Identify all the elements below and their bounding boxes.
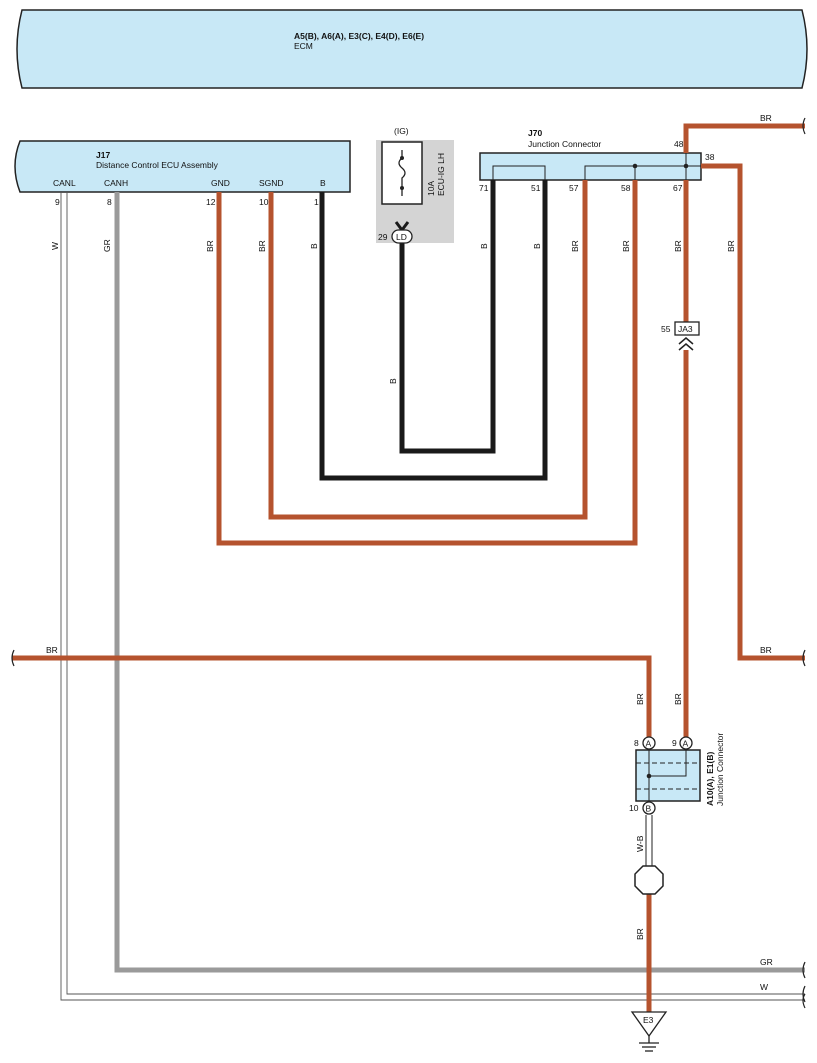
j17-pin-10: 10 — [259, 197, 269, 207]
wire-label-48-right: BR — [760, 113, 772, 123]
j70-block: J70 Junction Connector — [479, 128, 702, 181]
j17-name: Distance Control ECU Assembly — [96, 160, 219, 170]
j17-pin-9: 9 — [55, 197, 60, 207]
wire-label-gr-right: GR — [760, 957, 773, 967]
wire-b-fuse — [399, 180, 496, 454]
wire-label-38-right: BR — [760, 645, 772, 655]
wire-label-51: B — [532, 243, 542, 249]
connector-ld-pin: 29 — [378, 232, 388, 242]
wire-48-br — [683, 123, 805, 153]
j70-pin-51: 51 — [531, 183, 541, 193]
wire-left-br — [12, 655, 652, 738]
j70-name: Junction Connector — [528, 139, 601, 149]
j70-pin-58: 58 — [621, 183, 631, 193]
j17-gnd-label: GND — [211, 178, 230, 188]
wire-label-canl: W — [50, 242, 60, 250]
wire-b-j17 — [319, 180, 548, 481]
wire-label-wb: W-B — [635, 835, 645, 852]
j70-pin-48: 48 — [674, 139, 684, 149]
wire-label-57: BR — [570, 240, 580, 252]
ecm-code: A5(B), A6(A), E3(C), E4(D), E6(E) — [294, 31, 424, 41]
j17-pin-8: 8 — [107, 197, 112, 207]
junction-name: Junction Connector — [715, 733, 725, 806]
wire-break-marks — [11, 117, 806, 1009]
wire-sgnd-br — [268, 180, 588, 520]
j70-pin-67: 67 — [673, 183, 683, 193]
connector-ja3: JA3 55 — [661, 321, 700, 351]
ecm-block: A5(B), A6(A), E3(C), E4(D), E6(E) ECM — [16, 9, 808, 89]
j17-canh-label: CANH — [104, 178, 128, 188]
wire-38-br — [701, 163, 805, 661]
wire-label-left: BR — [46, 645, 58, 655]
wire-label-67: BR — [673, 240, 683, 252]
junction-letter-a9: A — [683, 739, 689, 749]
junction-code: A10(A), E1(B) — [705, 752, 715, 806]
fuse-supply: (IG) — [394, 126, 409, 136]
junction-letter-a8: A — [646, 739, 652, 749]
j17-code: J17 — [96, 150, 110, 160]
ja3-code: JA3 — [678, 324, 693, 334]
j70-pin-57: 57 — [569, 183, 579, 193]
wire-label-71: B — [479, 243, 489, 249]
wire-label-gnd: BR — [205, 240, 215, 252]
wire-label-pin9: BR — [673, 693, 683, 705]
junction-pin-9: 9 — [672, 738, 677, 748]
wire-gnd-br — [216, 180, 638, 546]
wire-canl-w — [60, 192, 805, 1001]
wire-label-canh: GR — [102, 239, 112, 252]
wire-label-58: BR — [621, 240, 631, 252]
j17-sgnd-label: SGND — [259, 178, 284, 188]
j70-code: J70 — [528, 128, 542, 138]
wire-label-b: B — [309, 243, 319, 249]
j17-b-label: B — [320, 178, 326, 188]
connector-ld: LD 29 — [378, 221, 413, 244]
junction-pin-10: 10 — [629, 803, 639, 813]
fuse-icon — [398, 150, 406, 196]
wire-label-38: BR — [726, 240, 736, 252]
junction-pin-8: 8 — [634, 738, 639, 748]
junction-connector: A A B 8 9 10 A10(A), E1(B) Junction Conn… — [629, 733, 725, 815]
fuse-name: ECU-IG LH — [436, 153, 446, 196]
ja3-pin: 55 — [661, 324, 671, 334]
ground-e3: E3 — [630, 1011, 668, 1052]
j70-pin-71: 71 — [479, 183, 489, 193]
j17-pin-12: 12 — [206, 197, 216, 207]
wire-label-sgnd: BR — [257, 240, 267, 252]
ecm-name: ECM — [294, 41, 313, 51]
j17-pin-1: 1 — [314, 197, 319, 207]
wire-canh-gr — [114, 192, 805, 973]
connector-ld-code: LD — [396, 232, 407, 242]
junction-letter-b10: B — [646, 804, 652, 814]
splice-point — [634, 865, 664, 895]
j70-pin-38: 38 — [705, 152, 715, 162]
j17-block: J17 Distance Control ECU Assembly CANL C… — [14, 140, 351, 193]
wire-label-ground: BR — [635, 928, 645, 940]
wire-wb — [645, 815, 653, 866]
wire-label-pin8: BR — [635, 693, 645, 705]
j17-canl-label: CANL — [53, 178, 76, 188]
wire-label-w-right: W — [760, 982, 768, 992]
ground-code: E3 — [643, 1015, 654, 1025]
fuse-rating: 10A — [426, 181, 436, 196]
wire-label-fuse-b: B — [388, 378, 398, 384]
fuse-box: (IG) 10A ECU-IG LH — [376, 126, 454, 243]
